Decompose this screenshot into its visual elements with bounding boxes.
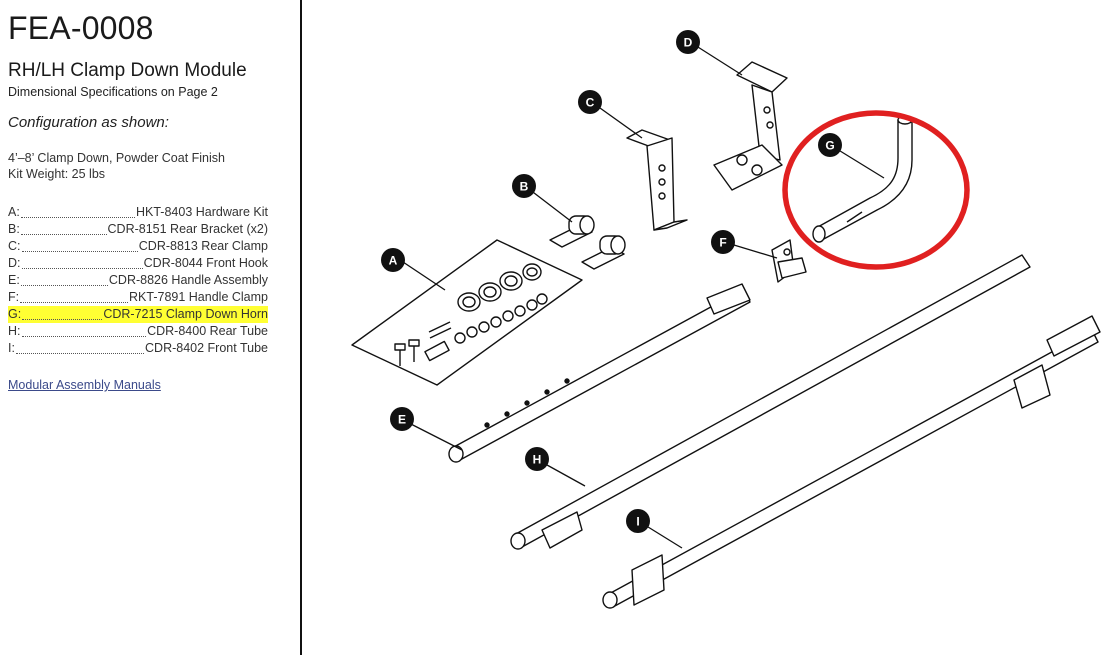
handle-assembly-part: [448, 283, 751, 463]
part-letter: I:: [8, 341, 15, 355]
part-name: CDR-8044 Front Hook: [143, 256, 268, 270]
part-row: H: CDR-8400 Rear Tube: [8, 323, 268, 340]
part-letter: E:: [8, 273, 20, 287]
part-name: HKT-8403 Hardware Kit: [135, 205, 268, 219]
rear-clamp-part: [626, 129, 688, 231]
dot-leader: [15, 343, 145, 354]
callout-g: G: [818, 133, 842, 157]
modular-assembly-manuals-link[interactable]: Modular Assembly Manuals: [8, 378, 161, 392]
rear-tube-part: [510, 254, 1031, 550]
callout-i: I: [626, 509, 650, 533]
callout-b: B: [512, 174, 536, 198]
panel-divider: [300, 0, 302, 655]
part-letter: C:: [8, 239, 21, 253]
svg-text:C: C: [586, 96, 595, 110]
part-letter: A:: [8, 205, 20, 219]
part-row: E: CDR-8826 Handle Assembly: [8, 272, 268, 289]
dot-leader: [20, 224, 107, 235]
dot-leader: [20, 275, 108, 286]
part-name: RKT-7891 Handle Clamp: [129, 290, 268, 304]
dot-leader: [20, 207, 135, 218]
svg-text:E: E: [398, 413, 406, 427]
dimensional-spec-note: Dimensional Specifications on Page 2: [8, 85, 218, 99]
svg-text:D: D: [684, 36, 693, 50]
configuration-finish: 4’–8’ Clamp Down, Powder Coat Finish: [8, 151, 225, 165]
callout-a: A: [381, 248, 405, 272]
part-name: CDR-8402 Front Tube: [145, 341, 268, 355]
hardware-kit-part: [351, 239, 583, 386]
configuration-description: 4’–8’ Clamp Down, Powder Coat Finish Kit…: [8, 150, 225, 182]
svg-text:F: F: [719, 236, 726, 250]
part-row: G: CDR-7215 Clamp Down Horn: [8, 306, 268, 323]
kit-weight: Kit Weight: 25 lbs: [8, 167, 106, 181]
handle-clamp-part: [771, 239, 807, 283]
dot-leader: [21, 241, 138, 252]
part-row: D: CDR-8044 Front Hook: [8, 255, 268, 272]
rear-bracket-part: [549, 215, 626, 270]
part-letter: G:: [8, 307, 22, 321]
part-row: A: HKT-8403 Hardware Kit: [8, 204, 268, 221]
callout-d: D: [676, 30, 700, 54]
parts-panel: FEA-0008 RH/LH Clamp Down Module Dimensi…: [0, 0, 300, 655]
part-letter: D:: [8, 256, 21, 270]
highlight-circle: [782, 110, 970, 270]
part-name: CDR-8400 Rear Tube: [147, 324, 268, 338]
dot-leader: [20, 292, 129, 303]
part-name: CDR-8826 Handle Assembly: [108, 273, 268, 287]
exploded-parts-diagram: A B C D E F G H I: [351, 30, 1101, 609]
dot-leader: [21, 326, 147, 337]
module-title: RH/LH Clamp Down Module: [8, 60, 247, 81]
part-name: CDR-8813 Rear Clamp: [138, 239, 268, 253]
callout-e: E: [390, 407, 414, 431]
part-row: C: CDR-8813 Rear Clamp: [8, 238, 268, 255]
document-id: FEA-0008: [8, 10, 154, 46]
part-row: I: CDR-8402 Front Tube: [8, 340, 268, 357]
part-row: F: RKT-7891 Handle Clamp: [8, 289, 268, 306]
part-letter: H:: [8, 324, 21, 338]
part-letter: B:: [8, 222, 20, 236]
callout-f: F: [711, 230, 735, 254]
svg-text:H: H: [533, 453, 542, 467]
callout-h: H: [525, 447, 549, 471]
svg-text:G: G: [825, 139, 834, 153]
part-letter: F:: [8, 290, 20, 304]
svg-text:I: I: [636, 515, 639, 529]
part-row: B: CDR-8151 Rear Bracket (x2): [8, 221, 268, 238]
svg-text:B: B: [520, 180, 529, 194]
front-hook-part: [713, 61, 788, 191]
front-tube-part: [602, 315, 1101, 609]
callout-c: C: [578, 90, 602, 114]
svg-text:A: A: [389, 254, 398, 268]
configuration-heading: Configuration as shown:: [8, 114, 169, 131]
dot-leader: [21, 258, 143, 269]
part-name: CDR-8151 Rear Bracket (x2): [107, 222, 268, 236]
clamp-down-horn-part: [812, 115, 913, 243]
part-name: CDR-7215 Clamp Down Horn: [103, 307, 268, 321]
dot-leader: [22, 309, 103, 320]
